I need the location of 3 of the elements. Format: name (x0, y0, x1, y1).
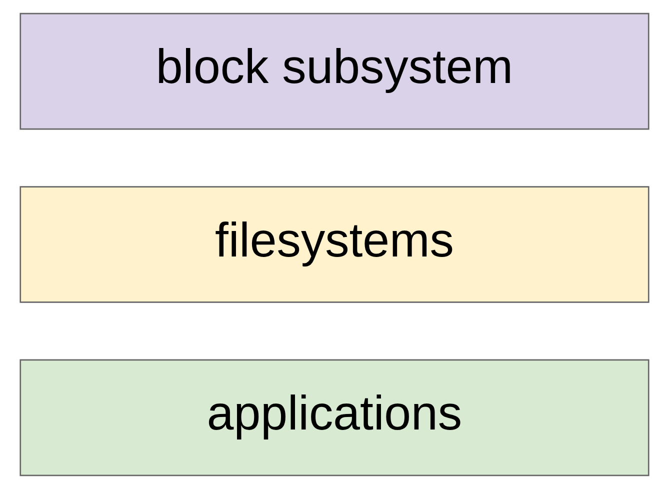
node-box: filesystems (19, 186, 649, 303)
node-box: block subsystem (19, 12, 649, 130)
node-box: applications (19, 359, 649, 476)
